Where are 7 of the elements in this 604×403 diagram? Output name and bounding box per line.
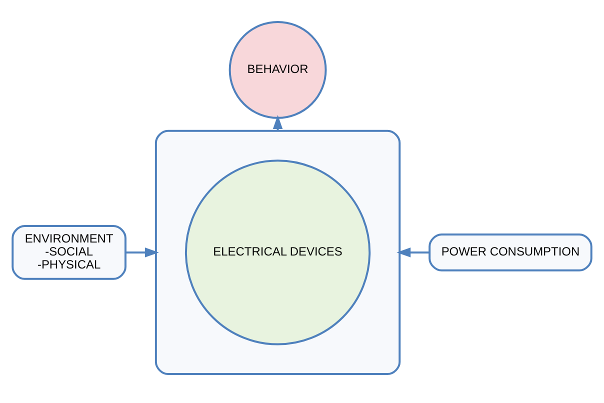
cluster (154, 129, 401, 375)
arrow (126, 247, 159, 257)
node-box: POWER CONSUMPTION (428, 232, 592, 271)
arrow (396, 247, 430, 257)
node-circle: BEHAVIOR (228, 20, 327, 118)
node-circle: ELECTRICAL DEVICES (184, 159, 371, 345)
node-box: ENVIRONMENT -SOCIAL -PHYSICAL (12, 224, 126, 280)
